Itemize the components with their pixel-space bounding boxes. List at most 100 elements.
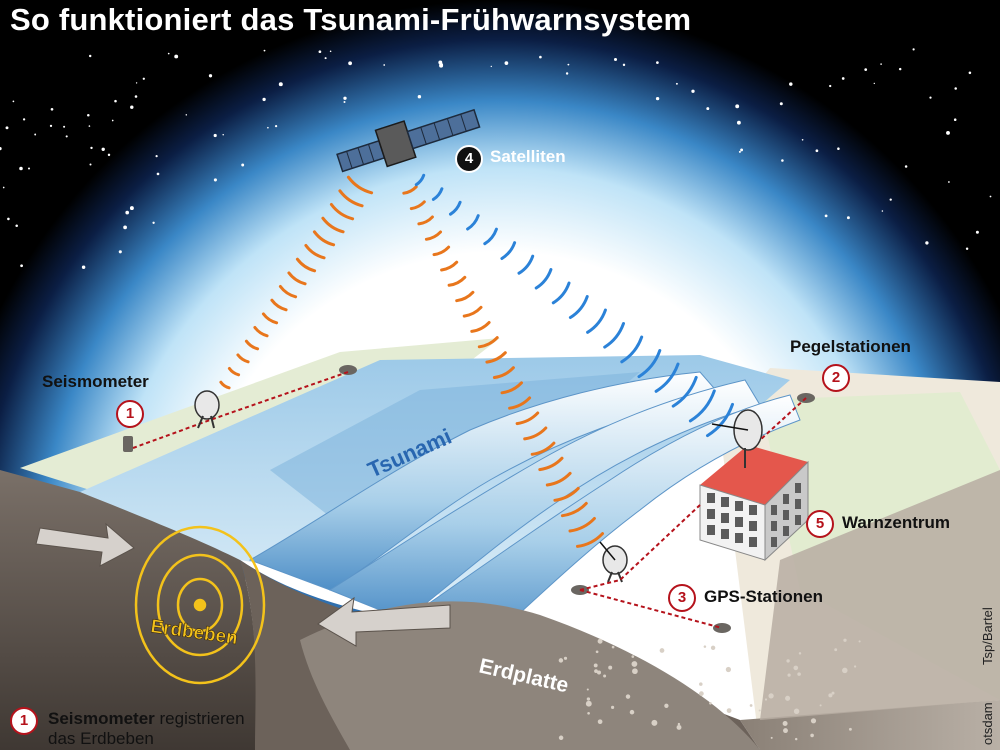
- building-window: [735, 533, 743, 543]
- signal-arc: [449, 200, 462, 216]
- rubble-dot: [597, 638, 603, 644]
- star: [123, 225, 127, 230]
- signal-arc: [483, 227, 498, 246]
- star: [539, 55, 542, 59]
- stars: [0, 48, 992, 269]
- signal-arcs-seismometer: [219, 175, 374, 390]
- rubble-dot: [794, 737, 798, 741]
- signal-arc: [431, 187, 444, 201]
- signal-arc: [253, 326, 269, 338]
- star: [241, 163, 245, 167]
- seismometer-number-badge: 1: [116, 400, 144, 428]
- building-window: [795, 515, 801, 525]
- signal-arc: [312, 230, 336, 247]
- signal-arc: [620, 335, 644, 364]
- star: [324, 57, 327, 60]
- star: [185, 114, 188, 116]
- star: [622, 63, 626, 67]
- building-window: [771, 505, 777, 515]
- star: [12, 100, 15, 103]
- credit-source: otsdam: [980, 702, 995, 745]
- star: [118, 250, 122, 254]
- signal-arc: [688, 389, 716, 423]
- star: [904, 165, 908, 168]
- signal-arc: [414, 173, 426, 187]
- rubble-dot: [631, 661, 638, 667]
- star: [89, 163, 92, 166]
- rubble-dot: [593, 663, 598, 668]
- star: [946, 130, 950, 135]
- building-window: [783, 526, 789, 536]
- land-right-face: [760, 470, 1000, 720]
- rubble-dot: [770, 736, 773, 739]
- rubble-dot: [558, 658, 564, 663]
- star: [925, 241, 929, 245]
- signal-arc: [551, 281, 571, 305]
- star: [348, 61, 352, 66]
- star: [213, 178, 217, 182]
- signal-arc: [346, 175, 374, 195]
- signal-arc: [278, 285, 298, 299]
- signal-arc: [447, 275, 467, 287]
- star: [953, 118, 957, 121]
- signal-arc: [329, 203, 355, 221]
- signal-arc: [244, 339, 260, 351]
- signal-arcs-pegelstation: [414, 173, 734, 438]
- seismometer-label: Seismometer: [42, 372, 149, 391]
- warning-centre-building: [699, 409, 809, 562]
- rubble-dot: [625, 694, 631, 699]
- star: [565, 72, 569, 75]
- star: [735, 104, 740, 109]
- star: [881, 210, 884, 212]
- star: [222, 133, 224, 136]
- signal-arc: [440, 260, 459, 272]
- rubble-dot: [709, 702, 712, 705]
- star: [27, 167, 31, 170]
- pegel-stations: [759, 393, 815, 441]
- signal-arc: [455, 290, 475, 303]
- star: [318, 50, 322, 54]
- signal-arc: [523, 426, 548, 441]
- signal-arc: [560, 501, 588, 518]
- signal-arc: [219, 380, 231, 390]
- star: [20, 264, 23, 268]
- building-window: [771, 537, 777, 547]
- star: [383, 64, 386, 66]
- star: [135, 82, 138, 84]
- star: [948, 181, 950, 183]
- signal-arc: [409, 200, 426, 211]
- star: [65, 135, 68, 138]
- rubble-dot: [853, 665, 857, 668]
- building-window: [707, 493, 715, 503]
- rubble-dot: [819, 704, 822, 707]
- rubble-dot: [858, 640, 861, 643]
- star: [824, 214, 828, 218]
- star: [263, 49, 266, 52]
- gps-label: GPS-Stationen: [704, 587, 824, 606]
- building-window: [783, 510, 789, 520]
- rubble-dot: [831, 691, 835, 695]
- star: [841, 77, 845, 80]
- rubble-dot: [843, 638, 847, 642]
- rubble-dots: [558, 638, 861, 741]
- star: [267, 126, 269, 129]
- signal-arc: [586, 308, 607, 334]
- signal-arc: [515, 411, 540, 426]
- rubble-dot: [834, 648, 838, 652]
- star: [50, 107, 54, 111]
- signal-arc: [485, 351, 507, 364]
- signal-arcs-gps: [402, 185, 604, 548]
- star: [829, 84, 832, 88]
- star: [954, 87, 957, 90]
- star: [278, 82, 283, 87]
- star: [567, 63, 570, 66]
- warnzentrum-label: Warnzentrum: [842, 513, 950, 532]
- star: [129, 206, 134, 211]
- star: [22, 118, 26, 121]
- rubble-dot: [611, 645, 615, 649]
- star: [781, 159, 784, 162]
- caption-line2: das Erdbeben: [48, 729, 154, 748]
- rubble-dot: [848, 727, 852, 731]
- building-window: [749, 537, 757, 547]
